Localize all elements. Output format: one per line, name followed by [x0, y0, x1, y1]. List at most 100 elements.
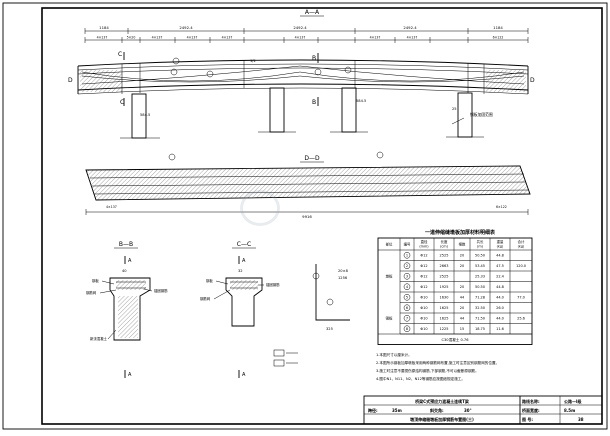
- spacing-label-9: 6×122: [493, 36, 504, 40]
- note-4: 4.图中N1、N11、N2、N12等钢筋应按图纸规定施工。: [376, 376, 465, 381]
- plan-total-dim: 9916: [302, 214, 312, 219]
- table-cell: 1625: [440, 317, 449, 321]
- table-cell: Φ10: [420, 327, 427, 331]
- table-cell: 120.0: [516, 264, 526, 268]
- piers: [120, 87, 484, 139]
- table-cell: 44.0: [496, 296, 504, 300]
- spacing-label-2: 5×20: [127, 36, 136, 40]
- bb-section: [109, 277, 151, 341]
- rebar-callouts: [168, 57, 384, 161]
- bb-label-plate: 钢板: [92, 278, 99, 283]
- table-cell: 44.0: [496, 317, 504, 321]
- bb-label-mesh: 钢筋网: [86, 290, 97, 295]
- table-header-cell: 部位: [386, 242, 393, 247]
- girder-elevation: [77, 59, 529, 95]
- table-cell: 20: [460, 306, 464, 310]
- bb-dim: 40: [122, 269, 127, 273]
- table-cell: 2663: [440, 264, 449, 268]
- bb-label-anchor: 锚固钢筋: [154, 288, 168, 293]
- table-footer: C30混凝土 0.76: [441, 337, 469, 342]
- table-header-cell: 编号: [404, 242, 411, 247]
- table-header-cell: (kg): [518, 245, 525, 249]
- tb-sheet: 38: [578, 417, 584, 422]
- table-cell: 15: [460, 327, 464, 331]
- table-bar-number-marker: [403, 262, 411, 269]
- table-cell: 3: [406, 275, 408, 279]
- cc-label-mesh: 钢筋网: [200, 296, 211, 301]
- table-cell: 2: [406, 264, 408, 268]
- table-cell: 钢板: [386, 316, 394, 321]
- tb-sheet-label: 图 号:: [522, 416, 533, 422]
- plan-spacing-right: 6×122: [496, 205, 507, 209]
- spacing-label-8: 4×137: [407, 36, 418, 40]
- top-dim-1: 1184: [99, 25, 109, 30]
- table-bar-number-marker: [403, 304, 411, 311]
- table-bar-number-marker: [403, 294, 411, 301]
- table-bar-number-marker: [403, 273, 411, 280]
- table-cell: 1: [406, 254, 408, 258]
- table-header-cell: (cm): [440, 245, 448, 249]
- tb-route-label: 路线名称:: [522, 398, 540, 404]
- table-cell: 4: [406, 285, 409, 289]
- table-cell: Φ12: [420, 285, 427, 289]
- rebar-dim-3: 325: [326, 327, 333, 331]
- note-2: 2.本图所示钢板加厚墩板采用两种钢筋网布置,施工时注意区别钢筋网的位置。: [376, 360, 499, 365]
- table-header-cell: 根数: [459, 242, 466, 247]
- callout-note: 钢板加固范围: [470, 112, 493, 117]
- top-dim-ticks: [84, 28, 529, 34]
- table-cell: 11.6: [496, 327, 504, 331]
- cc-dim: 32: [238, 269, 243, 273]
- table-cell: Φ10: [420, 296, 427, 300]
- table-cell: Φ12: [420, 275, 427, 279]
- table-cell: 2525: [440, 275, 449, 279]
- bb-cut-a-bottom: A: [128, 372, 132, 378]
- table-header-cell: 直径: [421, 239, 428, 244]
- title-block: [363, 395, 603, 425]
- dim-misc-3: 584.5: [356, 99, 366, 103]
- table-cell: 25.33: [475, 275, 485, 279]
- table-cell: 71.50: [475, 317, 485, 321]
- table-cell: 53.45: [475, 264, 485, 268]
- tb-span-label: 跨径:: [368, 407, 378, 413]
- spacing-label-3: 4×137: [152, 36, 163, 40]
- tb-skew: 30°: [464, 408, 472, 413]
- plan-view: [85, 165, 531, 201]
- tb-skew-label: 斜交角:: [429, 407, 444, 413]
- table-cell: 1225: [440, 327, 449, 331]
- table-cell: 44.8: [496, 254, 504, 258]
- cc-cut-a-top: A: [242, 258, 246, 264]
- table-title: 一道伸缩缝墩板加厚材料明细表: [425, 229, 496, 236]
- table-cell: 44: [460, 296, 465, 300]
- cc-detail-bars: [273, 349, 298, 367]
- table-cell: 71.28: [475, 296, 485, 300]
- table-header-cell: 长度: [441, 239, 448, 244]
- top-dim-3: 2492.4: [293, 25, 307, 30]
- cut-mark-d-left: D: [68, 77, 73, 84]
- dim-misc-half: 1/2: [250, 59, 256, 63]
- spacing-label-4: 4×137: [187, 36, 198, 40]
- cc-label-anchor: 锚固钢筋: [266, 282, 280, 287]
- table-cell: 2525: [440, 254, 449, 258]
- table-cell: 5: [406, 296, 408, 300]
- table-cell: Φ12: [420, 254, 427, 258]
- cut-mark-d-right: D: [530, 77, 535, 84]
- table-cell: 20: [460, 264, 464, 268]
- table-cell: 20: [460, 254, 464, 258]
- section-bb-title: B—B: [119, 241, 133, 248]
- sheet-border: [2, 2, 608, 430]
- table-cell: 6: [406, 306, 408, 310]
- table-cell: 1630: [440, 296, 449, 300]
- tb-span: 35m: [392, 408, 402, 413]
- table-cell: 25.6: [517, 317, 525, 321]
- second-dim-ticks: [84, 37, 529, 43]
- plan-spacing-left: 4×137: [106, 205, 117, 209]
- spacing-label-7: 4×137: [370, 36, 381, 40]
- table-header-cell: (m): [477, 245, 484, 249]
- top-dim-4: 2492.4: [403, 25, 417, 30]
- spacing-label-6: 4×137: [295, 36, 306, 40]
- cut-mark-b-bottom: B: [312, 99, 316, 106]
- table-bar-number-marker: [403, 315, 411, 322]
- drawing-frame: [41, 7, 603, 425]
